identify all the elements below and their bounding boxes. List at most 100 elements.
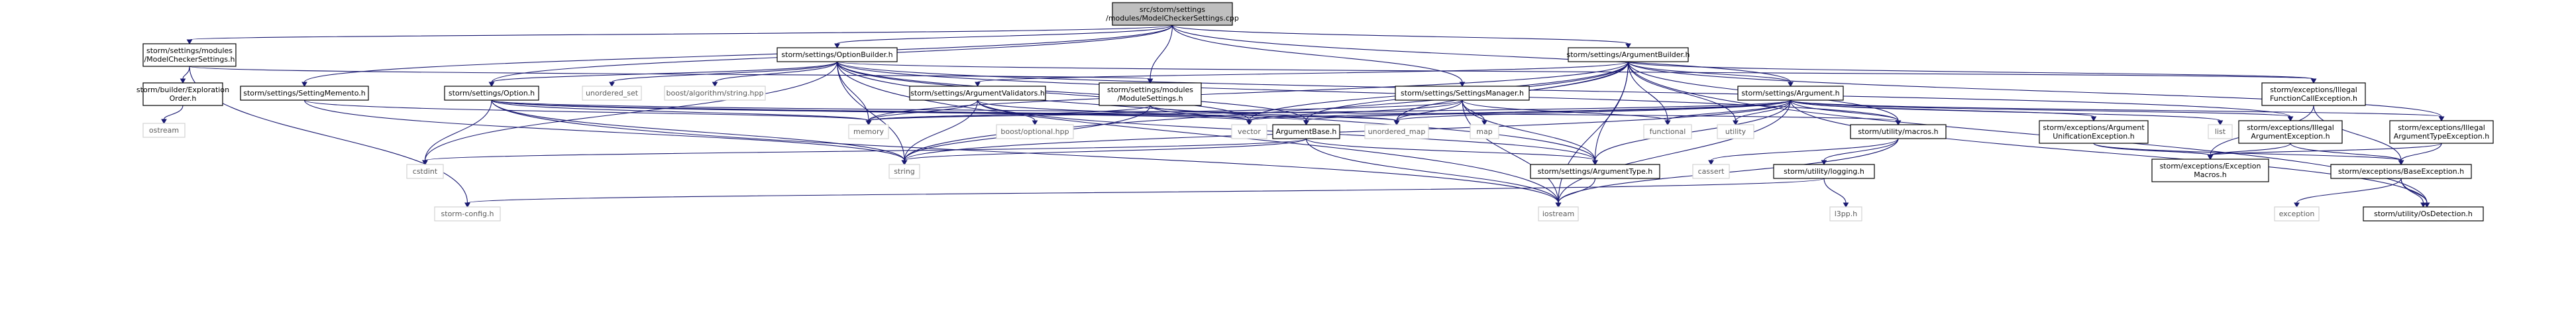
node-illegalargtype[interactable]: storm/exceptions/IllegalArgumentTypeExce… bbox=[2389, 120, 2494, 144]
node-settingsmanager[interactable]: storm/settings/SettingsManager.h bbox=[1395, 86, 1530, 101]
node-argbuilder[interactable]: storm/settings/ArgumentBuilder.h bbox=[1566, 47, 1690, 62]
node-box bbox=[1737, 86, 1844, 101]
edge-exploration-to-ostream bbox=[161, 105, 184, 124]
node-box bbox=[1850, 124, 1947, 139]
node-label: storm/builder/Exploration bbox=[136, 86, 229, 94]
edge-argument-to-macros bbox=[1790, 99, 1902, 125]
node-illegalfunc[interactable]: storm/exceptions/IllegalFunctionCallExce… bbox=[2261, 82, 2366, 106]
node-argument[interactable]: storm/settings/Argument.h bbox=[1737, 86, 1844, 101]
node-box bbox=[1272, 124, 1340, 139]
node-label: ArgumentTypeException.h bbox=[2394, 132, 2489, 141]
node-label: ArgumentException.h bbox=[2251, 132, 2330, 141]
node-label: storm/settings/ArgumentType.h bbox=[1538, 167, 1652, 176]
edge-optbuilder-to-cstdint bbox=[422, 61, 838, 165]
edge-optbuilder-to-string bbox=[836, 61, 908, 165]
node-option[interactable]: storm/settings/Option.h bbox=[444, 86, 539, 101]
node-label: exception bbox=[2279, 210, 2315, 218]
node-label: cstdint bbox=[413, 167, 438, 176]
node-label: map bbox=[1476, 127, 1492, 136]
edge-argument-to-illegalargtype bbox=[1790, 99, 2445, 121]
node-box bbox=[2261, 82, 2366, 106]
edge-baseexc-to-osdetection bbox=[2400, 178, 2426, 208]
edge-root-to-optbuilder bbox=[834, 25, 1173, 48]
edge-optbuilder-to-boost_alg bbox=[712, 61, 838, 87]
node-argvalidators[interactable]: storm/settings/ArgumentValidators.h bbox=[909, 86, 1046, 101]
node-box bbox=[142, 123, 186, 138]
node-osdetection[interactable]: storm/utility/OsDetection.h bbox=[2363, 206, 2484, 222]
node-box bbox=[848, 124, 889, 139]
node-list: list bbox=[2208, 124, 2233, 139]
node-logging[interactable]: storm/utility/logging.h bbox=[1773, 164, 1875, 179]
node-box bbox=[240, 86, 369, 101]
node-box bbox=[996, 124, 1074, 139]
node-box bbox=[1692, 164, 1730, 179]
node-macros[interactable]: storm/utility/macros.h bbox=[1850, 124, 1947, 139]
node-label: utility bbox=[1725, 127, 1746, 136]
node-label: Macros.h bbox=[2194, 170, 2227, 179]
edge-argument-to-utility bbox=[1733, 99, 1792, 125]
node-box bbox=[1568, 47, 1689, 62]
node-label: ArgumentBase.h bbox=[1276, 127, 1337, 136]
node-box bbox=[1395, 86, 1530, 101]
edge-optbuilder-to-option bbox=[488, 61, 838, 87]
node-settingmemento[interactable]: storm/settings/SettingMemento.h bbox=[240, 86, 369, 101]
node-string: string bbox=[888, 164, 920, 179]
edge-argvalidators-to-boost_opt bbox=[977, 99, 1038, 125]
node-box bbox=[2330, 164, 2472, 179]
node-illegalarg[interactable]: storm/exceptions/IllegalArgumentExceptio… bbox=[2238, 120, 2343, 144]
node-label: storm/utility/logging.h bbox=[1784, 167, 1864, 176]
node-functional: functional bbox=[1643, 124, 1692, 139]
node-box bbox=[2151, 159, 2269, 182]
node-label: storm/settings/modules bbox=[1107, 86, 1193, 94]
edge-root-to-argument bbox=[1171, 25, 1794, 87]
node-box bbox=[1643, 124, 1692, 139]
node-unordered_map: unordered_map bbox=[1364, 124, 1429, 139]
node-box bbox=[142, 43, 237, 67]
node-box bbox=[1112, 2, 1233, 26]
node-box bbox=[1364, 124, 1429, 139]
node-root[interactable]: src/storm/settings/modules/ModelCheckerS… bbox=[1106, 2, 1239, 26]
node-argunif[interactable]: storm/exceptions/ArgumentUnificationExce… bbox=[2039, 120, 2149, 144]
node-label: boost/algorithm/string.hpp bbox=[667, 89, 764, 97]
node-label: storm/settings/OptionBuilder.h bbox=[781, 50, 892, 59]
node-label: storm/settings/ArgumentBuilder.h bbox=[1566, 50, 1690, 59]
node-label: storm/settings/SettingsManager.h bbox=[1401, 89, 1524, 97]
node-box bbox=[2039, 120, 2149, 144]
node-memory: memory bbox=[848, 124, 889, 139]
node-argumentbase[interactable]: ArgumentBase.h bbox=[1272, 124, 1340, 139]
node-label: storm/exceptions/Illegal bbox=[2398, 123, 2485, 132]
edge-argumentbase-to-argtype bbox=[1305, 138, 1598, 165]
node-argtype[interactable]: storm/settings/ArgumentType.h bbox=[1530, 164, 1660, 179]
node-stormconfig: storm-config.h bbox=[434, 206, 501, 222]
node-unordered_set: unordered_set bbox=[582, 86, 642, 101]
edge-argbuilder-to-illegalfunc bbox=[1627, 61, 2317, 84]
node-box bbox=[1470, 124, 1499, 139]
node-box bbox=[1538, 206, 1579, 222]
edge-argbuilder-to-argument bbox=[1627, 61, 1794, 87]
graph-nodes: src/storm/settings/modules/ModelCheckerS… bbox=[136, 2, 2494, 222]
node-box bbox=[2363, 206, 2484, 222]
graph-edges bbox=[161, 25, 2445, 208]
node-label: storm/exceptions/BaseException.h bbox=[2338, 167, 2464, 176]
node-label: unordered_set bbox=[586, 89, 639, 97]
edge-option-to-string bbox=[491, 99, 908, 165]
node-label: Order.h bbox=[170, 94, 197, 103]
node-modulesettings[interactable]: storm/settings/modules/ModuleSettings.h bbox=[1099, 82, 1202, 106]
node-optbuilder[interactable]: storm/settings/OptionBuilder.h bbox=[777, 47, 898, 62]
edge-illegalarg-to-excmacros bbox=[2207, 143, 2291, 160]
node-label: storm/exceptions/Argument bbox=[2043, 123, 2145, 132]
edge-argument-to-illegalarg bbox=[1790, 99, 2294, 121]
node-label: functional bbox=[1650, 127, 1686, 136]
node-mcs_h[interactable]: storm/settings/modules/ModelCheckerSetti… bbox=[142, 43, 237, 67]
node-label: storm/utility/macros.h bbox=[1858, 127, 1938, 136]
node-box bbox=[1099, 82, 1202, 106]
edge-argumentbase-to-string bbox=[901, 138, 1307, 165]
node-box bbox=[2274, 206, 2320, 222]
node-label: storm/exceptions/Exception bbox=[2160, 162, 2261, 170]
edge-argbuilder-to-argvalidators bbox=[975, 61, 1629, 87]
node-baseexc[interactable]: storm/exceptions/BaseException.h bbox=[2330, 164, 2472, 179]
node-box bbox=[909, 86, 1046, 101]
node-label: boost/optional.hpp bbox=[1000, 127, 1069, 136]
